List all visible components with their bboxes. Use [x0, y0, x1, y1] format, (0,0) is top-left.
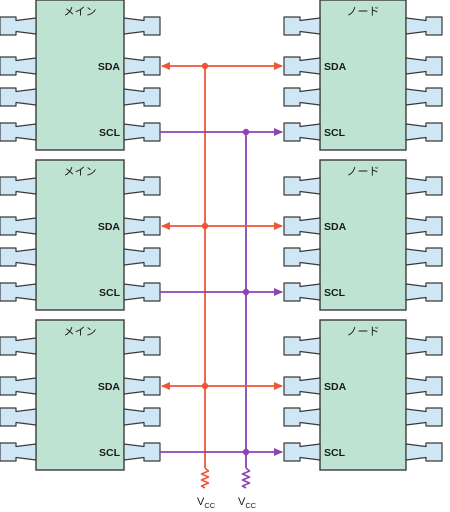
main-right-pin-4 [123, 122, 161, 142]
vcc-label-main: V [238, 496, 246, 508]
main-chip-title: メイン [64, 165, 97, 178]
node-sda-label: SDA [324, 61, 347, 73]
main-left-pin-1 [0, 336, 37, 356]
main-right-pin-3 [123, 247, 161, 267]
node-left-pin-2 [283, 56, 321, 76]
vcc-label-main: V [197, 496, 205, 508]
main-right-pin-2 [123, 376, 161, 396]
scl-pullup-resistor [241, 467, 251, 489]
main-right-pin-2 [123, 56, 161, 76]
node-right-pin-1 [405, 336, 443, 356]
node-chip-title: ノード [347, 5, 380, 18]
main-right-pin-4 [123, 282, 161, 302]
node-right-pin-2 [405, 216, 443, 236]
main-right-pin-1 [123, 16, 161, 36]
main-left-pin-4 [0, 122, 37, 142]
main-chip-1: メイン SDA SCL [35, 0, 125, 151]
node-left-pin-3 [283, 247, 321, 267]
node-right-pin-1 [405, 16, 443, 36]
node-left-pin-2 [283, 216, 321, 236]
main-chip-body [35, 0, 125, 151]
main-chip-title: メイン [64, 5, 97, 18]
node-right-pin-3 [405, 247, 443, 267]
main-right-pin-1 [123, 336, 161, 356]
main-scl-label: SCL [99, 447, 121, 459]
sda-junction-dot [201, 382, 209, 390]
node-left-pin-3 [283, 407, 321, 427]
main-left-pin-4 [0, 442, 37, 462]
main-left-pin-4 [0, 282, 37, 302]
main-right-pin-4 [123, 442, 161, 462]
main-left-pin-2 [0, 56, 37, 76]
node-right-pin-4 [405, 442, 443, 462]
node-chip-body [319, 159, 407, 311]
node-scl-label: SCL [324, 127, 346, 139]
main-scl-label: SCL [99, 127, 121, 139]
node-sda-label: SDA [324, 221, 347, 233]
node-left-pin-1 [283, 16, 321, 36]
node-sda-label: SDA [324, 381, 347, 393]
vcc-label: VCC [238, 496, 257, 510]
node-right-pin-1 [405, 176, 443, 196]
node-left-pin-4 [283, 442, 321, 462]
main-left-pin-3 [0, 87, 37, 107]
node-scl-label: SCL [324, 447, 346, 459]
main-right-pin-2 [123, 216, 161, 236]
node-chip-title: ノード [347, 325, 380, 338]
node-right-pin-2 [405, 376, 443, 396]
node-chip-1: ノード SDA SCL [319, 0, 407, 151]
scl-junction-dot [242, 288, 250, 296]
vcc-label-sub: CC [245, 501, 256, 510]
node-left-pin-3 [283, 87, 321, 107]
main-sda-label: SDA [98, 61, 121, 73]
sda-junction-dot [201, 222, 209, 230]
main-left-pin-3 [0, 247, 37, 267]
main-sda-label: SDA [98, 221, 121, 233]
node-right-pin-3 [405, 407, 443, 427]
main-left-pin-1 [0, 176, 37, 196]
scl-junction-dot [242, 448, 250, 456]
node-scl-label: SCL [324, 287, 346, 299]
node-chip-title: ノード [347, 165, 380, 178]
vcc-label-sub: CC [204, 501, 215, 510]
scl-junction-dot [242, 128, 250, 136]
main-left-pin-1 [0, 16, 37, 36]
vcc-label: VCC [197, 496, 216, 510]
main-chip-title: メイン [64, 325, 97, 338]
main-left-pin-2 [0, 376, 37, 396]
node-right-pin-2 [405, 56, 443, 76]
main-chip-body [35, 319, 125, 471]
node-left-pin-4 [283, 282, 321, 302]
node-left-pin-1 [283, 176, 321, 196]
node-right-pin-4 [405, 282, 443, 302]
main-chip-3: メイン SDA SCL [35, 319, 125, 471]
node-chip-3: ノード SDA SCL [319, 319, 407, 471]
node-chip-body [319, 0, 407, 151]
node-chip-body [319, 319, 407, 471]
node-left-pin-4 [283, 122, 321, 142]
main-left-pin-2 [0, 216, 37, 236]
main-right-pin-1 [123, 176, 161, 196]
main-right-pin-3 [123, 87, 161, 107]
node-right-pin-3 [405, 87, 443, 107]
main-left-pin-3 [0, 407, 37, 427]
sda-junction-dot [201, 62, 209, 70]
main-right-pin-3 [123, 407, 161, 427]
sda-pullup-resistor [200, 467, 210, 489]
node-chip-2: ノード SDA SCL [319, 159, 407, 311]
node-left-pin-1 [283, 336, 321, 356]
main-chip-body [35, 159, 125, 311]
node-right-pin-4 [405, 122, 443, 142]
node-left-pin-2 [283, 376, 321, 396]
main-scl-label: SCL [99, 287, 121, 299]
main-sda-label: SDA [98, 381, 121, 393]
main-chip-2: メイン SDA SCL [35, 159, 125, 311]
